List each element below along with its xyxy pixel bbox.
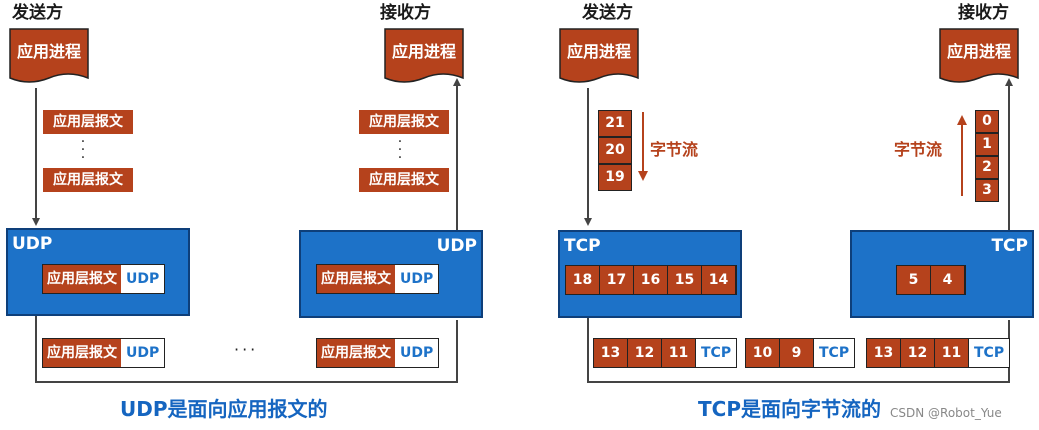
udp-datagram-in-transit: 应用层报文 UDP [316,338,440,368]
udp-caption: UDP是面向应用报文的 [120,397,328,421]
datagram-header: UDP [395,265,439,293]
byte-cell: 13 [867,339,901,367]
tcp-sender-stream-label: 字节流 [650,140,699,159]
byte-cell: 9 [780,339,814,367]
tcp-box-label: TCP [564,236,601,256]
byte-cell: 14 [702,266,736,294]
datagram-payload: 应用层报文 [43,265,121,293]
udp-receiver-dots: · · · [397,134,403,166]
udp-sender-label: 发送方 [12,3,63,23]
watermark: CSDN @Robot_Yue [890,406,1002,420]
document-icon [559,28,639,83]
udp-box-label: UDP [436,236,477,256]
byte-cell: 4 [931,266,965,294]
tcp-receiver-label: 接收方 [958,3,1009,23]
byte-cell: 10 [746,339,780,367]
udp-sender-message-top: 应用层报文 [43,110,133,134]
process-label: 应用进程 [391,42,456,61]
byte-cell: 2 [975,156,999,179]
datagram-payload: 应用层报文 [317,339,395,367]
byte-cell: 11 [662,339,696,367]
byte-cell: 1 [975,133,999,156]
process-label: 应用进程 [566,42,631,61]
udp-receiver-message-bottom: 应用层报文 [359,168,449,192]
udp-datagram: 应用层报文 UDP [42,264,166,294]
byte-cell: 11 [935,339,969,367]
udp-sender-dots: · · · [80,134,86,166]
byte-cell: 3 [975,179,999,202]
tcp-sender-label: 发送方 [582,3,633,23]
byte-cell: 21 [598,110,632,137]
tcp-caption: TCP是面向字节流的 [698,397,881,421]
tcp-receiver-process: 应用进程 [939,28,1019,90]
udp-datagram: 应用层报文 UDP [316,264,440,294]
segment-header: TCP [814,339,855,367]
byte-cell: 15 [668,266,702,294]
udp-receiver-process: 应用进程 [384,28,464,90]
udp-sender-message-bottom: 应用层报文 [43,168,133,192]
udp-box-label: UDP [12,234,53,254]
segment-header: TCP [969,339,1010,367]
tcp-box-label: TCP [991,236,1028,256]
udp-network-path [35,316,458,383]
udp-receiver-message-top: 应用层报文 [359,110,449,134]
datagram-header: UDP [395,339,439,367]
udp-sender-process: 应用进程 [9,28,89,90]
tcp-sender-process: 应用进程 [559,28,639,90]
datagram-header: UDP [121,339,165,367]
byte-cell: 13 [594,339,628,367]
udp-datagram-in-transit: 应用层报文 UDP [42,338,166,368]
byte-cell: 12 [628,339,662,367]
tcp-receiver-stream-label: 字节流 [894,140,943,159]
byte-cell: 0 [975,110,999,133]
byte-cell: 19 [598,164,632,191]
document-icon [9,28,89,83]
segment-header: TCP [696,339,737,367]
udp-receiver-box: UDP [299,230,483,318]
byte-cell: 18 [566,266,600,294]
process-label: 应用进程 [16,42,81,61]
byte-cell: 5 [897,266,931,294]
byte-cell: 12 [901,339,935,367]
document-icon [939,28,1019,83]
process-label: 应用进程 [946,42,1011,61]
udp-receiver-label: 接收方 [380,3,431,23]
datagram-header: UDP [121,265,165,293]
udp-transit-dots: ··· [234,340,259,359]
datagram-payload: 应用层报文 [317,265,395,293]
byte-cell: 17 [600,266,634,294]
datagram-payload: 应用层报文 [43,339,121,367]
document-icon [384,28,464,83]
byte-cell: 16 [634,266,668,294]
byte-cell: 20 [598,137,632,164]
